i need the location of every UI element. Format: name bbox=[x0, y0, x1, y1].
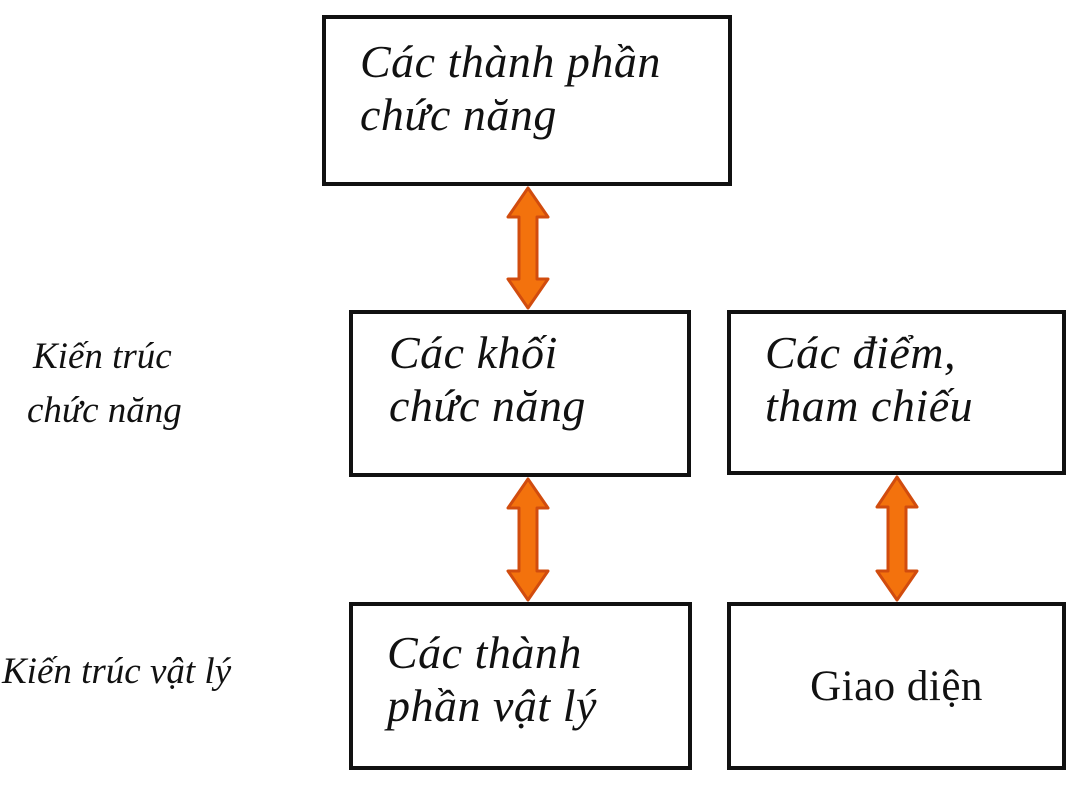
box-label-line: Các thành phần bbox=[360, 36, 661, 87]
row-label-physical-architecture: Kiến trúc vật lý bbox=[2, 645, 231, 699]
row-label-functional-architecture: Kiến trúc chức năng bbox=[27, 330, 182, 438]
box-physical-components: Các thành phần vật lý bbox=[349, 602, 692, 770]
box-label-line: chức năng bbox=[389, 380, 586, 431]
box-functional-components: Các thành phần chức năng bbox=[322, 15, 732, 186]
box-interface: Giao diện bbox=[727, 602, 1066, 770]
double-vertical-arrow-icon bbox=[875, 475, 919, 602]
box-label-line: tham chiếu bbox=[765, 380, 974, 431]
row-label-line: chức năng bbox=[27, 390, 182, 431]
box-functional-blocks: Các khối chức năng bbox=[349, 310, 691, 477]
row-label-line: Kiến trúc vật lý bbox=[2, 651, 232, 692]
double-vertical-arrow-icon bbox=[506, 186, 550, 310]
box-label-line: chức năng bbox=[360, 89, 557, 140]
box-label-line: Các khối bbox=[389, 327, 558, 378]
double-vertical-arrow-icon bbox=[506, 477, 550, 602]
box-label-line: phần vật lý bbox=[387, 680, 597, 731]
box-label-line: Các điểm, bbox=[765, 327, 957, 378]
box-label-line: Giao diện bbox=[810, 662, 983, 710]
row-label-line: Kiến trúc bbox=[33, 336, 172, 377]
box-reference-points: Các điểm, tham chiếu bbox=[727, 310, 1066, 475]
box-label-line: Các thành bbox=[387, 627, 582, 678]
